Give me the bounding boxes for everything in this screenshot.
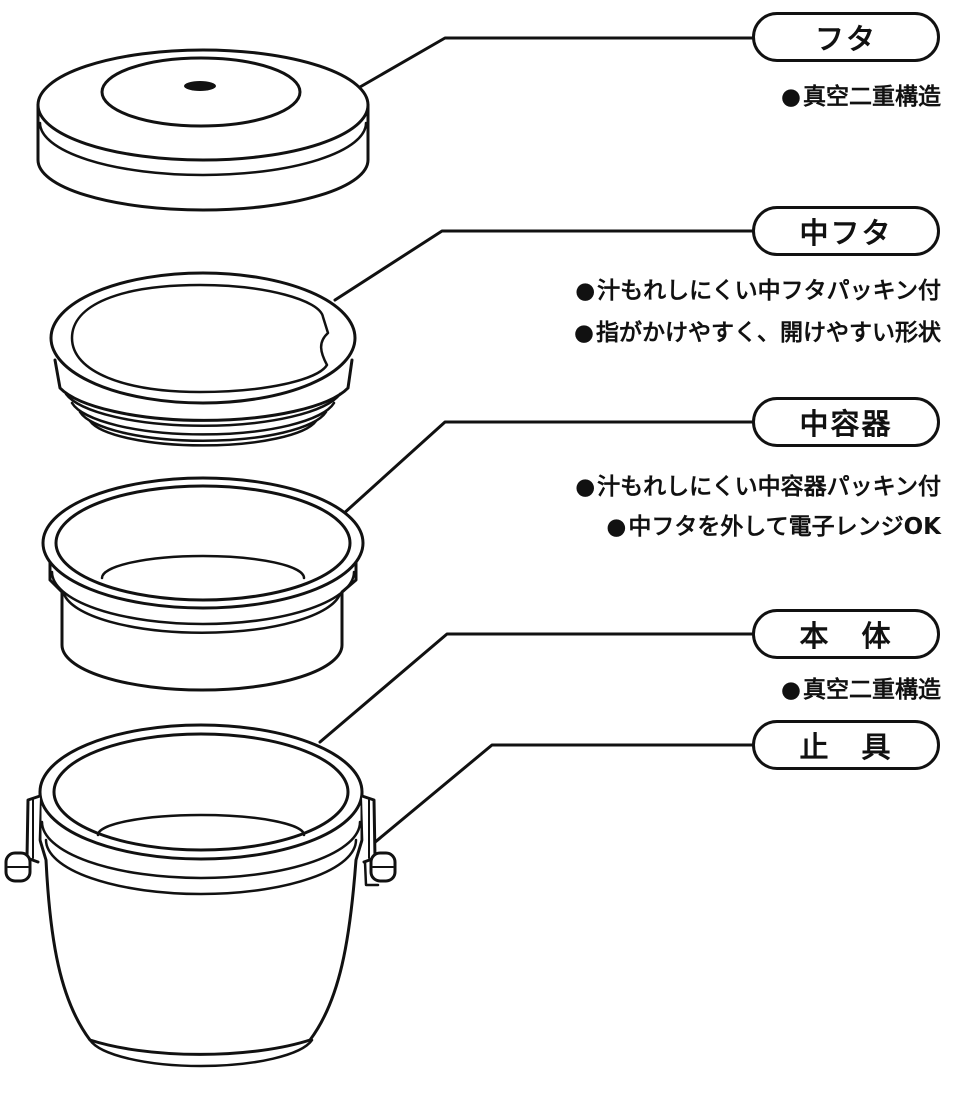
clasp-right-illustration [360, 794, 397, 887]
feature-lid-1: ●真空二重構造 [781, 82, 941, 112]
bullet-icon: ● [575, 474, 596, 500]
feature-inner-lid-2: ●指がかけやすく、開けやすい形状 [574, 318, 941, 348]
leader-line-clasp [366, 743, 754, 850]
feature-inner-container-2: ●中フタを外して電子レンジOK [606, 512, 941, 542]
feature-text: 真空二重構造 [803, 677, 941, 703]
label-inner-container: 中容器 [752, 397, 940, 447]
lid-illustration [36, 48, 370, 212]
label-clasp: 止 具 [752, 720, 940, 770]
bullet-icon: ● [780, 677, 801, 703]
inner-container-illustration [41, 476, 365, 692]
bullet-icon: ● [606, 514, 627, 540]
label-inner-lid: 中フタ [752, 206, 940, 256]
leader-line-inner-lid [333, 229, 754, 302]
clasp-left-illustration [4, 794, 42, 883]
feature-text: 真空二重構造 [803, 84, 941, 110]
leader-line-inner-container [340, 420, 754, 517]
feature-text: 指がかけやすく、開けやすい形状 [596, 320, 941, 346]
leader-lines [318, 36, 754, 850]
bullet-icon: ● [575, 278, 596, 304]
leader-line-lid [358, 36, 754, 89]
inner-lid-illustration [49, 271, 357, 447]
feature-body-1: ●真空二重構造 [781, 675, 941, 705]
body-illustration [38, 723, 364, 1068]
label-body: 本 体 [752, 609, 940, 659]
bullet-icon: ● [573, 320, 594, 346]
label-lid: フタ [752, 12, 940, 62]
feature-text: 汁もれしにくい中フタパッキン付 [597, 278, 941, 304]
bullet-icon: ● [780, 84, 801, 110]
feature-text: 中フタを外して電子レンジOK [628, 514, 941, 540]
feature-text: 汁もれしにくい中容器パッキン付 [597, 474, 941, 500]
feature-inner-container-1: ●汁もれしにくい中容器パッキン付 [575, 472, 941, 502]
leader-line-body [318, 632, 754, 744]
feature-inner-lid-1: ●汁もれしにくい中フタパッキン付 [575, 276, 941, 306]
